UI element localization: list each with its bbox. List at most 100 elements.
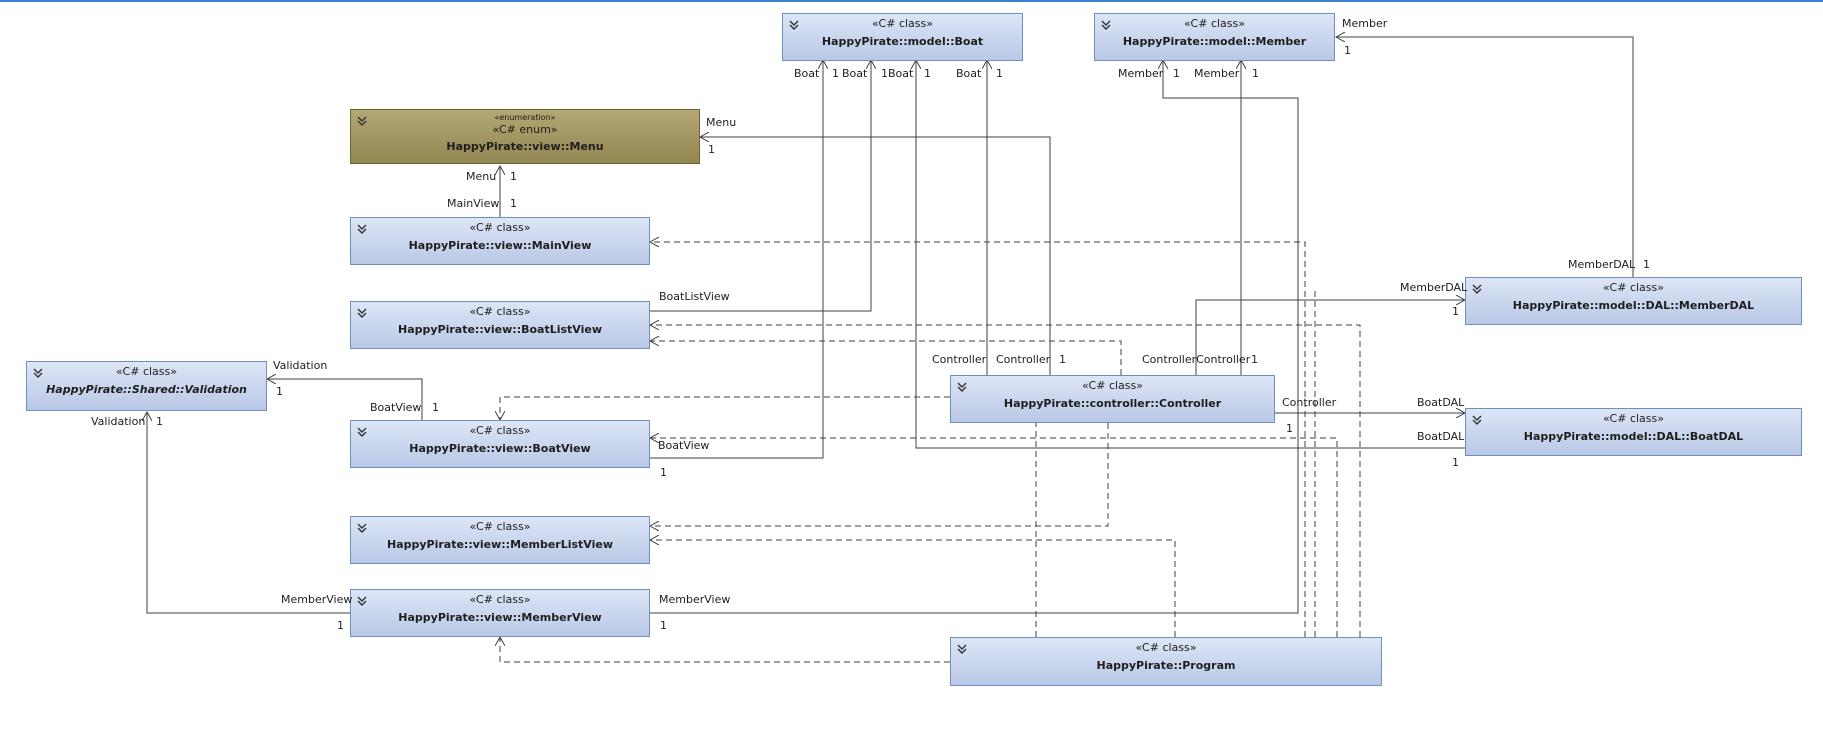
multiplicity-label: 1 — [881, 67, 888, 80]
collapse-chevron-icon[interactable] — [788, 19, 800, 31]
class-program[interactable]: «C# class» HappyPirate::Program — [950, 637, 1382, 686]
class-name: HappyPirate::view::BoatView — [409, 442, 591, 455]
class-memberlistview[interactable]: «C# class» HappyPirate::view::MemberList… — [350, 516, 650, 564]
collapse-chevron-icon[interactable] — [356, 426, 368, 438]
assoc-boatview-boat — [650, 60, 823, 459]
dep-program-memberview — [500, 637, 950, 663]
class-memberdal[interactable]: «C# class» HappyPirate::model::DAL::Memb… — [1465, 277, 1802, 325]
class-controller[interactable]: «C# class» HappyPirate::controller::Cont… — [950, 375, 1275, 423]
collapse-chevron-icon[interactable] — [356, 115, 368, 127]
multiplicity-label: 1 — [510, 170, 517, 183]
enum-stereotype-top: «enumeration» — [494, 113, 556, 122]
multiplicity-label: 1 — [996, 67, 1003, 80]
class-stereotype: «C# class» — [872, 17, 933, 30]
assoc-menu-controller — [700, 137, 1051, 375]
class-name: HappyPirate::model::Boat — [821, 35, 984, 48]
multiplicity-label: 1 — [276, 385, 283, 398]
class-stereotype: «C# class» — [469, 221, 531, 234]
role-label: MainView — [447, 197, 500, 210]
enum-stereotype: «C# enum» — [492, 123, 558, 136]
assoc-memberview-validation — [147, 412, 350, 614]
dep-program-boatlistview — [650, 325, 1361, 637]
multiplicity-label: 1 — [660, 466, 667, 479]
class-name: HappyPirate::view::BoatListView — [397, 323, 603, 336]
role-label: Member — [1194, 67, 1240, 80]
role-label: Member — [1342, 17, 1388, 30]
dep-program-memberlistview — [650, 540, 1176, 637]
class-stereotype: «C# class» — [469, 520, 531, 533]
assoc-boatdal-boat — [916, 60, 1465, 449]
role-label: BoatListView — [659, 290, 730, 303]
assoc-boatlistview-boat — [650, 60, 871, 312]
class-name: HappyPirate::view::MainView — [408, 239, 592, 252]
enum-menu[interactable]: «enumeration» «C# enum» HappyPirate::vie… — [350, 109, 700, 164]
dep-controller-boatlistview — [650, 341, 1122, 375]
multiplicity-label: 1 — [1251, 353, 1258, 366]
role-label: BoatView — [370, 401, 422, 414]
multiplicity-label: 1 — [1252, 67, 1259, 80]
role-label: Boat — [842, 67, 868, 80]
class-memberview[interactable]: «C# class» HappyPirate::view::MemberView — [350, 589, 650, 637]
role-label: MemberView — [659, 593, 731, 606]
multiplicity-label: 1 — [1643, 258, 1650, 271]
class-boat[interactable]: «C# class» HappyPirate::model::Boat — [782, 13, 1023, 61]
role-label: Controller — [1282, 396, 1337, 409]
collapse-chevron-icon[interactable] — [1471, 414, 1483, 426]
dep-controller-memberlistview — [650, 413, 1109, 526]
role-label: BoatDAL — [1417, 430, 1465, 443]
class-boatdal[interactable]: «C# class» HappyPirate::model::DAL::Boat… — [1465, 408, 1802, 456]
collapse-chevron-icon[interactable] — [1471, 283, 1483, 295]
multiplicity-label: 1 — [832, 67, 839, 80]
class-boatview[interactable]: «C# class» HappyPirate::view::BoatView — [350, 420, 650, 468]
window-top-border — [0, 0, 1823, 2]
multiplicity-label: 1 — [432, 401, 439, 414]
collapse-chevron-icon[interactable] — [1100, 19, 1112, 31]
assoc-controller-memberdal — [1195, 300, 1465, 375]
class-stereotype: «C# class» — [1603, 412, 1664, 425]
collapse-chevron-icon[interactable] — [356, 223, 368, 235]
class-stereotype: «C# class» — [1135, 641, 1197, 654]
class-name: HappyPirate::view::MemberListView — [386, 538, 614, 551]
multiplicity-label: 1 — [924, 67, 931, 80]
role-label: Boat — [888, 67, 914, 80]
role-label: BoatView — [658, 439, 710, 452]
collapse-chevron-icon[interactable] — [956, 381, 968, 393]
multiplicity-label: 1 — [1452, 305, 1459, 318]
class-name: HappyPirate::view::MemberView — [398, 611, 602, 624]
role-label: MemberDAL — [1568, 258, 1636, 271]
dep-program-boatview — [650, 438, 1338, 637]
assoc-memberdal-member — [1336, 37, 1634, 277]
class-stereotype: «C# class» — [116, 365, 177, 378]
role-label: Validation — [273, 359, 328, 372]
multiplicity-label: 1 — [156, 415, 163, 428]
enum-name: HappyPirate::view::Menu — [446, 140, 604, 153]
role-label: Validation — [91, 415, 146, 428]
multiplicity-label: 1 — [337, 619, 344, 632]
multiplicity-label: 1 — [708, 143, 715, 156]
class-validation[interactable]: «C# class» HappyPirate::Shared::Validati… — [26, 361, 267, 411]
role-label: BoatDAL — [1417, 396, 1465, 409]
multiplicity-label: 1 — [1344, 44, 1351, 57]
class-member[interactable]: «C# class» HappyPirate::model::Member — [1094, 13, 1335, 61]
collapse-chevron-icon[interactable] — [32, 367, 44, 379]
class-mainview[interactable]: «C# class» HappyPirate::view::MainView — [350, 217, 650, 265]
multiplicity-label: 1 — [1286, 422, 1293, 435]
role-label: MemberDAL — [1400, 281, 1468, 294]
role-label: Boat — [956, 67, 982, 80]
dep-program-mainview — [650, 242, 1306, 637]
class-name: HappyPirate::model::DAL::BoatDAL — [1523, 430, 1744, 443]
class-stereotype: «C# class» — [469, 305, 531, 318]
role-label: MemberView — [281, 593, 353, 606]
role-label: ControllerController — [1142, 353, 1251, 366]
collapse-chevron-icon[interactable] — [356, 595, 368, 607]
class-stereotype: «C# class» — [469, 424, 531, 437]
collapse-chevron-icon[interactable] — [956, 643, 968, 655]
role-label: Member — [1118, 67, 1164, 80]
collapse-chevron-icon[interactable] — [356, 307, 368, 319]
class-name: HappyPirate::model::DAL::MemberDAL — [1512, 299, 1755, 312]
class-boatlistview[interactable]: «C# class» HappyPirate::view::BoatListVi… — [350, 301, 650, 349]
assoc-boatview-validation — [267, 379, 423, 420]
collapse-chevron-icon[interactable] — [356, 522, 368, 534]
class-stereotype: «C# class» — [1082, 379, 1143, 392]
dep-controller-boatview-a — [500, 396, 950, 420]
